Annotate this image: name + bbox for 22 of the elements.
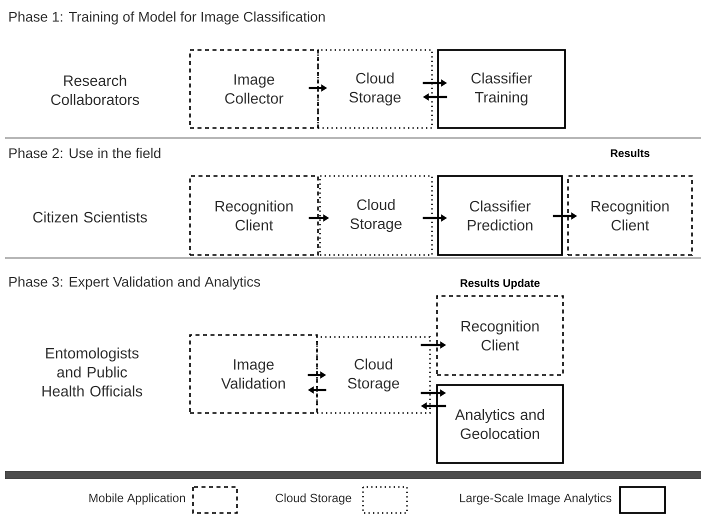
app-box: Image Validation: [189, 334, 318, 414]
results-label: Results: [610, 148, 650, 158]
app-box: Recognition Client: [189, 175, 319, 256]
app-box: Recognition Client: [436, 295, 564, 376]
storage-box: Cloud Storage: [316, 336, 431, 414]
phase-heading: Phase 2: Use in the field: [9, 148, 160, 158]
results-label: Results Update: [460, 278, 540, 290]
analytics-box: Classifier Training: [437, 49, 566, 129]
actor-label: Entomologists and Public Health Officials: [42, 348, 142, 396]
storage-box: Cloud Storage: [319, 175, 433, 256]
phase-heading: Phase 1: Training of Model for Image Classification: [9, 11, 325, 25]
actor-label: Research Collaborators: [51, 75, 140, 105]
storage-box: Cloud Storage: [317, 49, 433, 129]
legend-label: Cloud Storage: [276, 493, 352, 505]
legend-label: Large-Scale Image Analytics: [460, 493, 612, 505]
legend-label: Mobile Application: [89, 493, 185, 505]
app-box: Image Collector: [189, 49, 319, 129]
actor-label: Citizen Scientists: [33, 212, 147, 222]
analytics-box: Classifier Prediction: [437, 175, 563, 256]
analytics-box: Analytics and Geolocation: [436, 384, 564, 464]
phase-heading: Phase 3: Expert Validation and Analytics: [9, 276, 260, 290]
app-box: Recognition Client: [567, 175, 693, 256]
